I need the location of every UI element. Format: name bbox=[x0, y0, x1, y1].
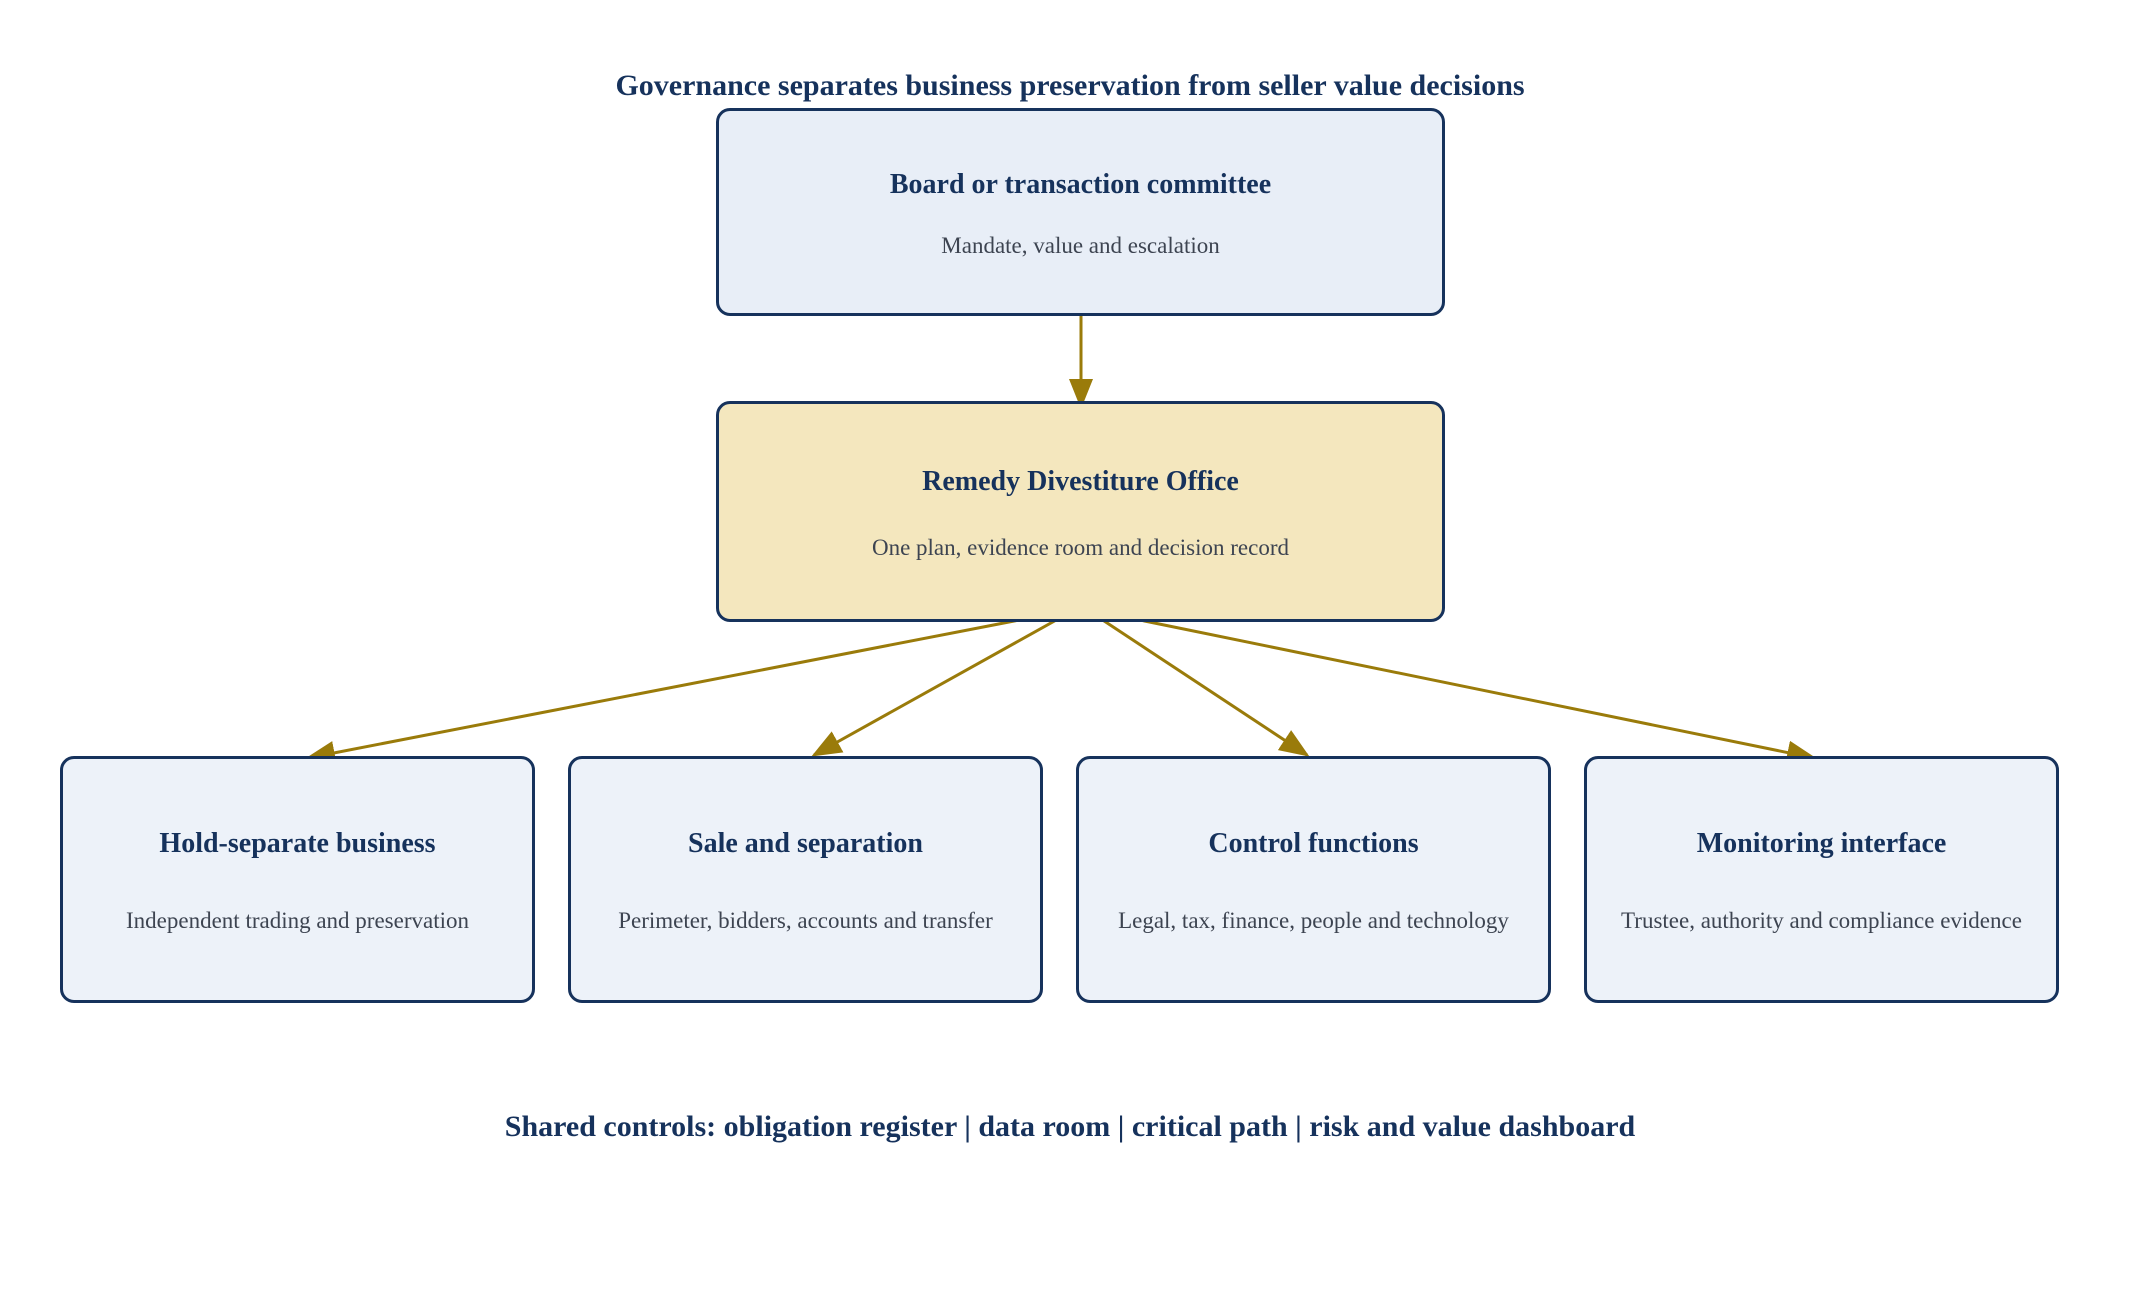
sale-separation-subtitle: Perimeter, bidders, accounts and transfe… bbox=[618, 908, 993, 933]
hold-separate-subtitle: Independent trading and preservation bbox=[126, 908, 469, 933]
monitoring-interface-subtitle: Trustee, authority and compliance eviden… bbox=[1621, 908, 2022, 933]
monitoring-interface-node: Monitoring interface Trustee, authority … bbox=[1584, 756, 2059, 1003]
control-functions-node: Control functions Legal, tax, finance, p… bbox=[1076, 756, 1551, 1003]
edge-office-to-control bbox=[1085, 607, 1310, 757]
control-functions-subtitle: Legal, tax, finance, people and technolo… bbox=[1118, 908, 1509, 933]
control-functions-title: Control functions bbox=[1208, 828, 1419, 859]
office-title: Remedy Divestiture Office bbox=[922, 466, 1239, 497]
edge-office-to-sale bbox=[811, 607, 1077, 757]
sale-separation-node: Sale and separation Perimeter, bidders, … bbox=[568, 756, 1043, 1003]
page-title: Governance separates business preservati… bbox=[615, 69, 1525, 102]
hold-separate-node: Hold-separate business Independent tradi… bbox=[60, 756, 535, 1003]
sale-separation-title: Sale and separation bbox=[688, 828, 923, 859]
edge-office-to-hold bbox=[305, 607, 1077, 765]
monitoring-interface-title: Monitoring interface bbox=[1696, 828, 1947, 859]
office-node: Remedy Divestiture Office One plan, evid… bbox=[716, 401, 1445, 622]
board-title: Board or transaction committee bbox=[889, 169, 1272, 200]
hold-separate-title: Hold-separate business bbox=[159, 828, 436, 859]
shared-controls-caption: Shared controls: obligation register | d… bbox=[504, 1110, 1636, 1143]
board-node: Board or transaction committee Mandate, … bbox=[716, 108, 1445, 316]
office-subtitle: One plan, evidence room and decision rec… bbox=[871, 535, 1290, 560]
board-subtitle: Mandate, value and escalation bbox=[941, 233, 1220, 258]
edge-office-to-monitor bbox=[1085, 607, 1817, 765]
